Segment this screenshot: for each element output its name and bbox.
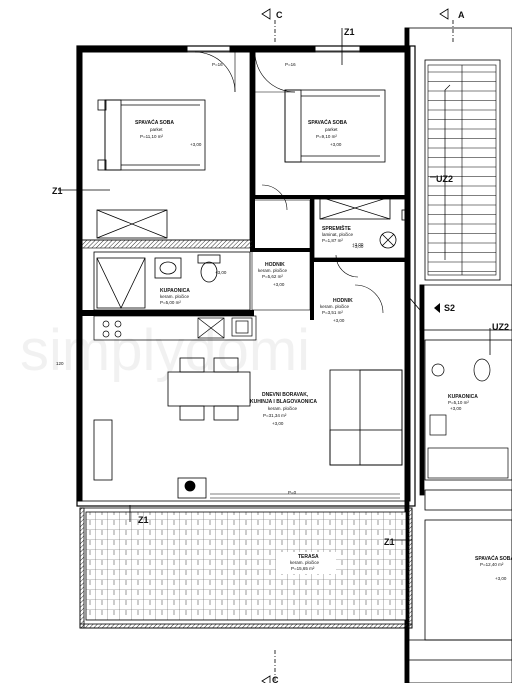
door-p0: P=0 [288,490,297,495]
living-name-2: KUHINJA I BLAGOVAONICA [250,399,317,405]
right-bathroom-height: +3,00 [450,406,462,411]
bedroom-1-area: P=11,10 m² [140,134,164,139]
watermark: simplydomi [20,318,310,383]
right-bedroom-height: +3,00 [495,576,507,581]
bathroom-name: KUPAONICA [160,288,190,294]
storage-area: P=1,87 m² [322,238,343,243]
window-dimension-left: 120 [56,361,64,366]
living-floor: keram. pločice [268,406,298,411]
storage-floor: laminat, pločice [322,232,354,237]
staircase [427,64,497,276]
bathroom [93,251,251,311]
bedroom-2-height: +3,00 [330,142,342,147]
living-room [93,357,403,499]
terrace-label-bg [276,552,336,574]
marker-z1-bottom: Z1 [138,515,149,525]
terrace-area: P=15,65 m² [291,566,315,571]
storage-height: +3,00 [352,244,364,249]
bedroom-2-area: P=9,10 m² [316,134,337,139]
marker-z1-top: Z1 [344,27,355,37]
right-bathroom-area: P=5,10 m² [448,400,469,405]
storage-room [313,198,411,259]
adjacent-apartment [404,27,512,683]
marker-a-top: A [458,10,465,20]
marker-c-bottom: C [272,675,279,683]
section-lines [58,8,491,683]
marker-z1-left: Z1 [52,186,63,196]
right-bathroom [427,358,509,479]
marker-c-top: C [276,10,283,20]
marker-z1-right: Z1 [384,537,395,547]
hallway-1-height: +3,00 [273,282,285,287]
hallway-1-name: HODNIK [265,262,285,268]
living-name: DNEVNI BORAVAK, [262,392,309,398]
door-p16-a: P=16 [212,62,223,67]
hallway-1-area: P=5,62 m² [262,274,283,279]
uz2-upper-label: UZ2 [436,174,453,184]
hallway-2-area: P=3,51 m² [322,310,343,315]
marker-uz2-lower: UZ2 [492,322,509,332]
living-area: P=31,34 m² [263,413,287,418]
hallway-2-name: HODNIK [333,298,353,304]
hallway [251,184,384,314]
door-p16-b: P=16 [285,62,296,67]
level-300-b: +3,00 [352,242,364,247]
hallway-2-floor: keram. pločice [320,304,350,309]
bathroom-area: P=5,00 m² [160,300,181,305]
terrace-name: TERASA [298,554,319,560]
hallway-1-floor: keram. pločice [258,268,288,273]
bedroom-2-floor: parket [325,127,338,132]
bathroom-height: +3,00 [215,270,227,275]
right-bedroom-area: P=12,40 m² [480,562,504,567]
bedroom-1-floor: parket [150,127,163,132]
bedroom-1-name: SPAVAĆA SOBA [135,118,174,126]
terrace [79,507,413,629]
storage-name: SPREMIŠTE [322,224,352,232]
bedroom-2 [254,51,406,220]
terrace-floor: keram. pločice [290,560,320,565]
bathroom-floor: keram. pločice [160,294,190,299]
bedroom-2-name: SPAVAĆA SOBA [308,118,347,126]
bedroom-1-height: +3,00 [190,142,202,147]
s2-arrow [434,303,440,313]
hallway-2-height: +3,00 [333,318,345,323]
living-height: +3,00 [272,421,284,426]
marker-s2: S2 [444,303,455,313]
right-bedroom-name: SPAVAĆA SOBA [475,554,512,562]
bedroom-1 [81,51,251,241]
kitchen-counter [93,315,257,341]
right-bathroom-name: KUPAONICA [448,394,478,400]
